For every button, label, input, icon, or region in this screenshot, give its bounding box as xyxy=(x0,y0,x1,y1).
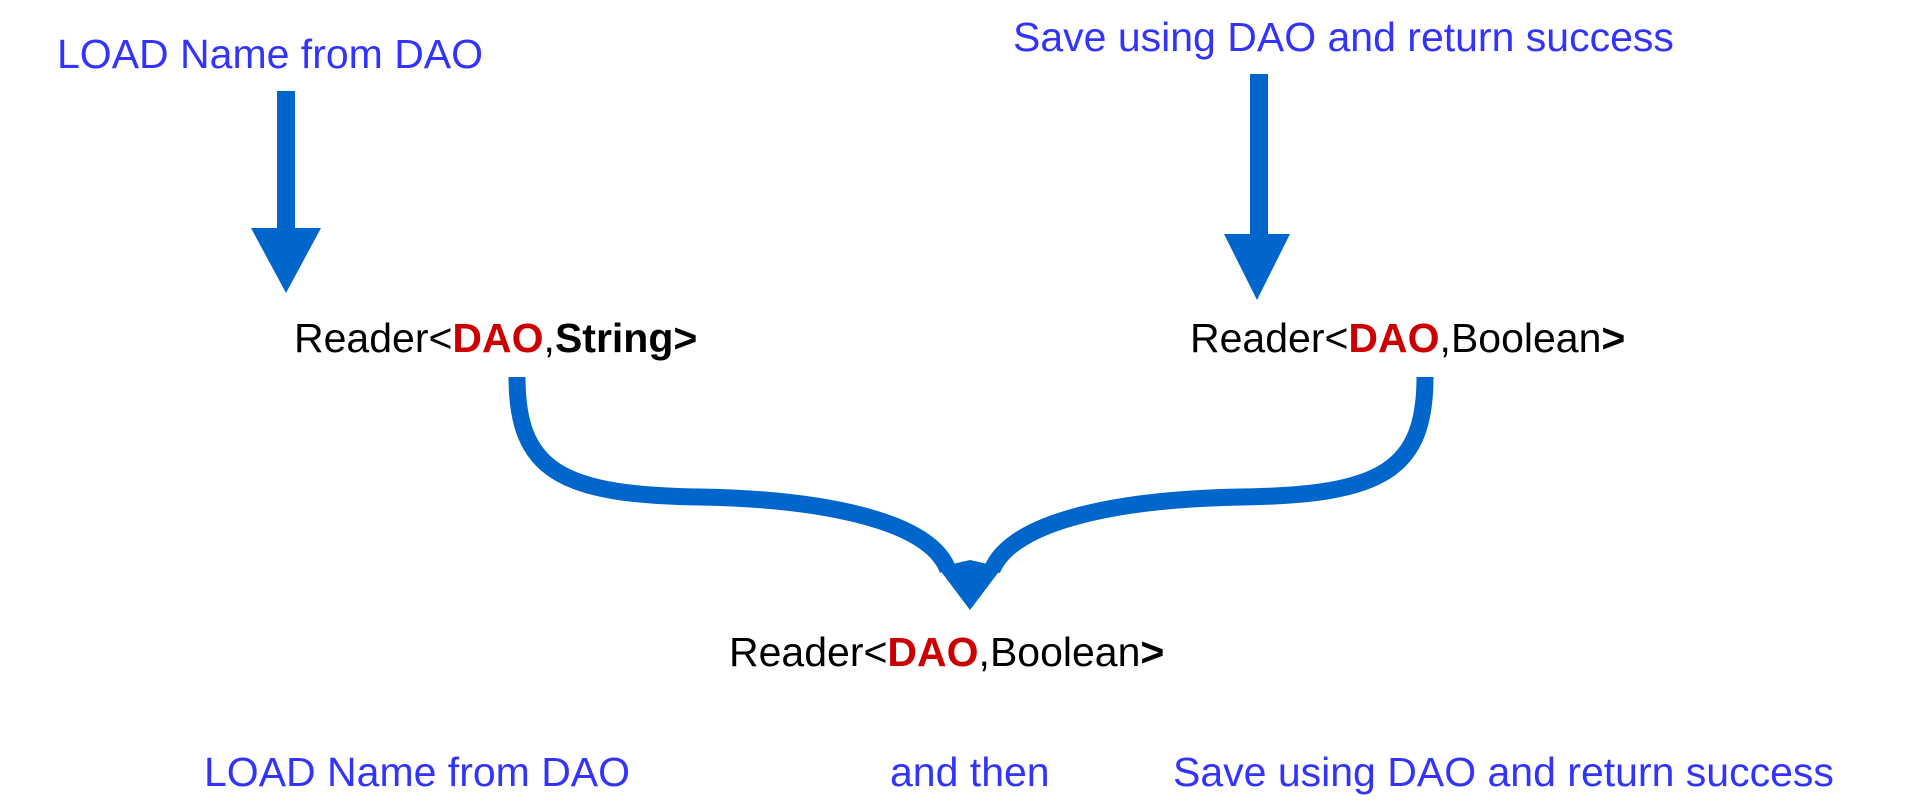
node-env-dao: DAO xyxy=(1348,315,1440,361)
node-reader-dao-string: Reader<DAO,String> xyxy=(294,318,697,359)
bottom-label-load-name: LOAD Name from DAO xyxy=(204,749,631,795)
node-env-dao: DAO xyxy=(887,629,979,675)
node-type-string: String xyxy=(554,315,674,361)
top-label-load-name: LOAD Name from DAO xyxy=(57,31,484,77)
node-sep: , xyxy=(978,629,990,675)
arrow-down-icon-left xyxy=(251,91,321,293)
node-close: > xyxy=(1140,629,1165,675)
bottom-label-and-then: and then xyxy=(890,749,1050,795)
arrow-down-icon-right xyxy=(1224,74,1290,300)
node-env-dao: DAO xyxy=(452,315,544,361)
bottom-label-save-using-dao: Save using DAO and return success xyxy=(1173,749,1834,795)
merge-arrow-icon xyxy=(508,376,1434,610)
node-prefix: Reader< xyxy=(729,629,888,675)
node-sep: , xyxy=(1439,315,1451,361)
node-prefix: Reader< xyxy=(1190,315,1349,361)
node-prefix: Reader< xyxy=(294,315,453,361)
node-reader-dao-boolean-right: Reader<DAO,Boolean> xyxy=(1190,318,1625,359)
node-close: > xyxy=(1601,315,1626,361)
top-label-save-using-dao: Save using DAO and return success xyxy=(1013,14,1674,60)
node-close: > xyxy=(673,315,698,361)
node-type-boolean: Boolean xyxy=(1450,315,1602,361)
node-type-boolean: Boolean xyxy=(989,629,1141,675)
node-sep: , xyxy=(543,315,555,361)
node-reader-dao-boolean-result: Reader<DAO,Boolean> xyxy=(729,632,1164,673)
